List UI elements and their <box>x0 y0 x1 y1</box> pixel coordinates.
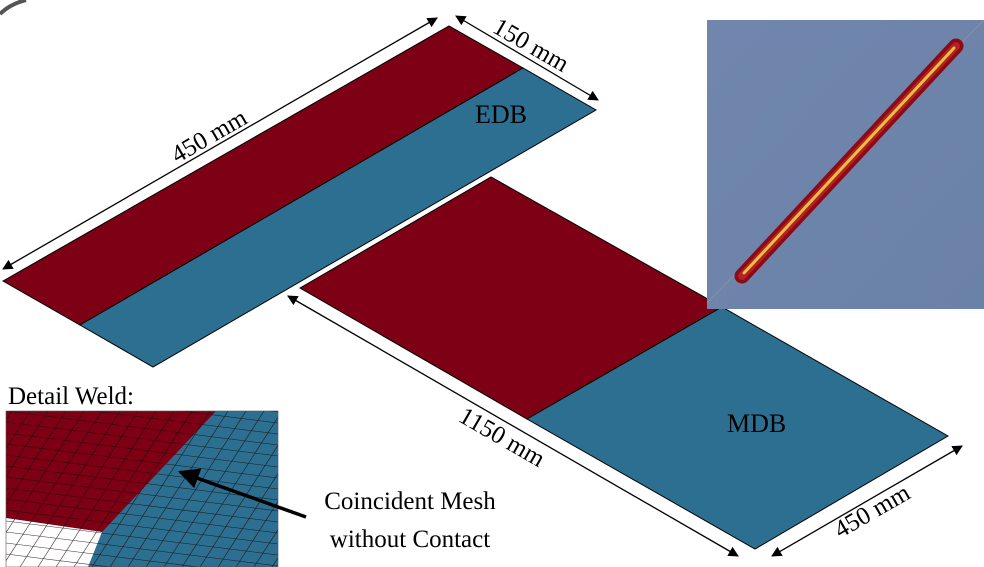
mesh-line <box>163 411 265 567</box>
dim-arrow-edb-width <box>455 15 599 101</box>
mesh-line <box>6 411 103 562</box>
mesh-line <box>6 465 278 501</box>
mesh-line <box>6 411 31 449</box>
mesh-line <box>6 520 278 556</box>
mesh-line <box>109 411 211 567</box>
detail-mesh-grid <box>6 411 278 567</box>
edb-label: EDB <box>475 100 527 129</box>
mesh-line <box>6 411 49 478</box>
mesh-line <box>6 476 278 512</box>
mesh-line <box>145 411 247 567</box>
corner-logo-fragment <box>0 0 27 16</box>
mesh-line <box>6 498 278 534</box>
mesh-line <box>6 411 278 446</box>
detail-mesh-red-region <box>6 411 216 532</box>
mesh-line <box>6 553 113 567</box>
mesh-line <box>91 411 193 567</box>
dim-arrow-edb-length <box>2 17 438 270</box>
mesh-line <box>6 411 85 534</box>
mesh-line <box>179 411 278 424</box>
mesh-line <box>6 509 278 545</box>
mesh-line <box>253 529 278 567</box>
mesh-line <box>73 411 175 567</box>
mesh-line <box>91 411 278 435</box>
mesh-line <box>19 411 121 567</box>
weld-inset <box>706 19 984 309</box>
mesh-line <box>55 411 157 567</box>
mesh-line <box>6 432 278 468</box>
weld-bead-core <box>742 46 956 275</box>
mesh-line <box>127 411 229 567</box>
dim-arrow-mdb-length <box>287 295 739 557</box>
mesh-line <box>6 421 278 457</box>
mesh-line <box>6 531 278 567</box>
mesh-line <box>6 454 278 490</box>
mesh-line <box>6 542 201 567</box>
annotation-line-1: Coincident Mesh <box>324 488 496 515</box>
mesh-line <box>6 487 278 523</box>
mdb-label: MDB <box>727 409 786 438</box>
dimension-arrows <box>2 15 963 557</box>
mesh-line <box>217 472 278 567</box>
mesh-line <box>6 443 278 479</box>
mesh-line <box>37 411 139 567</box>
annotation-line-2: without Contact <box>330 526 490 553</box>
dim-arrow-mdb-width <box>771 445 963 557</box>
detail-weld-title: Detail Weld: <box>8 383 134 410</box>
detail-inset-frame <box>5 410 279 567</box>
mesh-line <box>199 444 278 567</box>
annotation-pointer-arrow <box>178 468 307 519</box>
